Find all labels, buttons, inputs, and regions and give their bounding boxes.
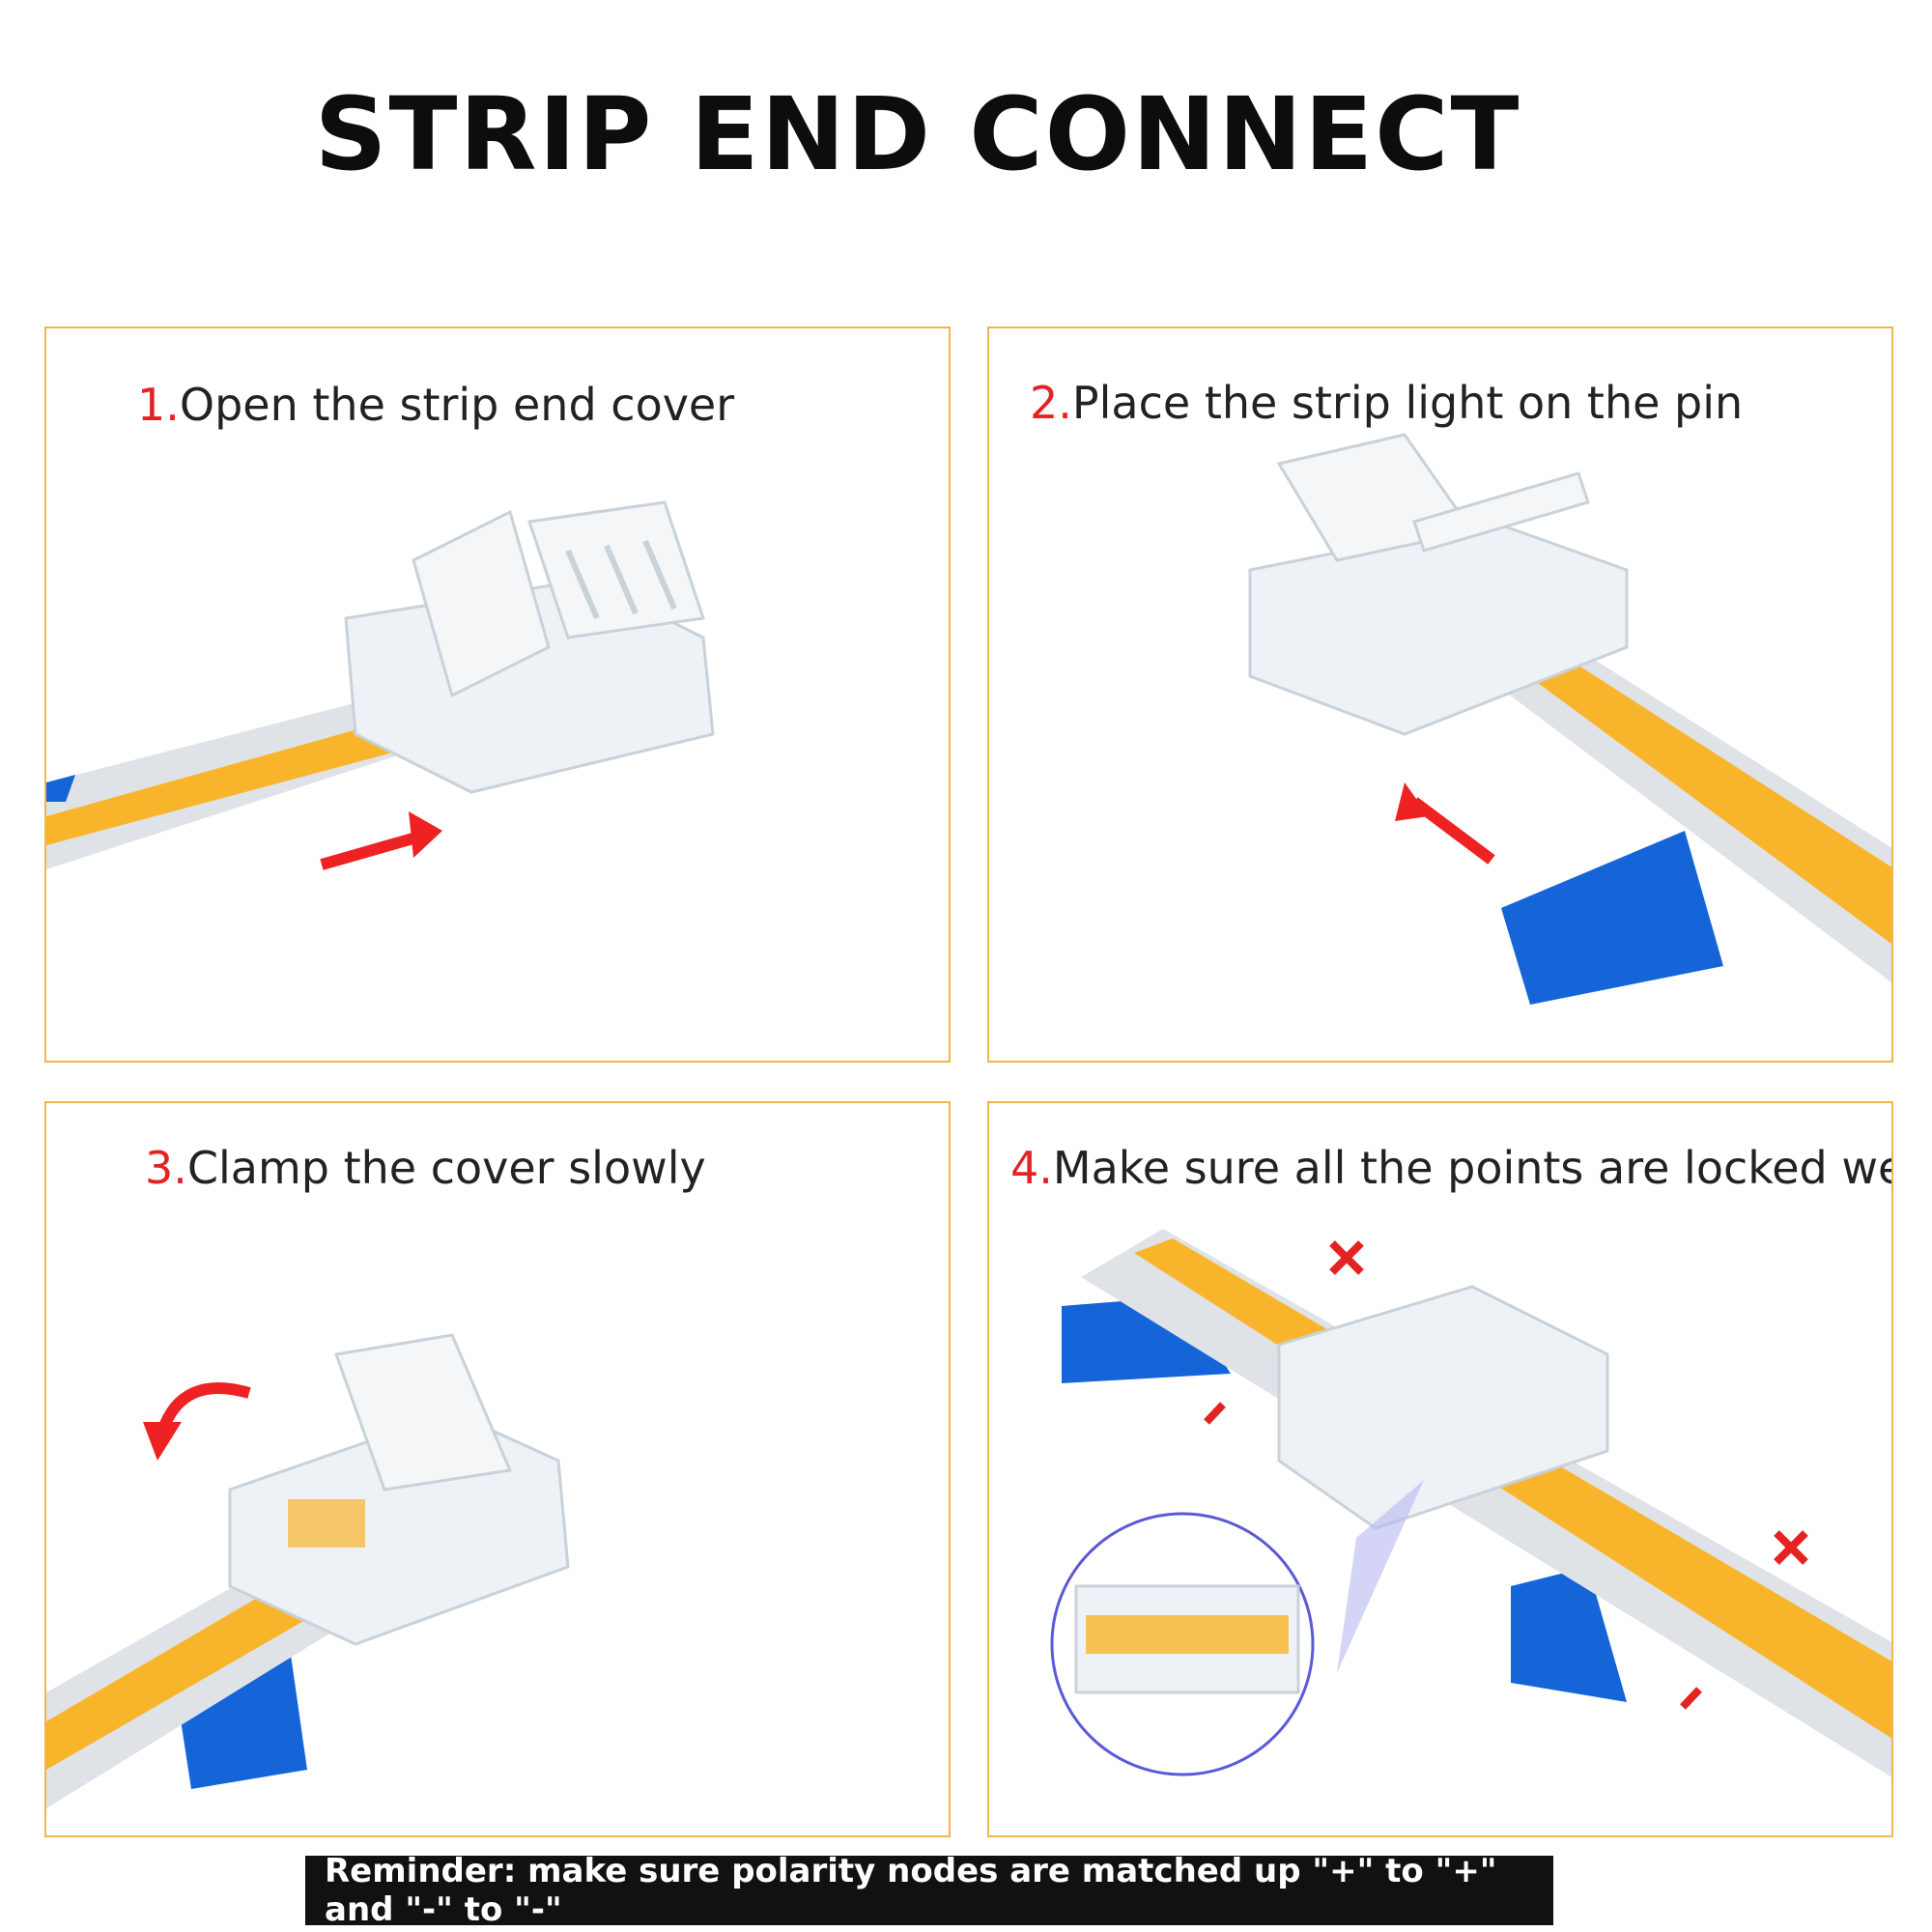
step-2-panel: 2.Place the strip light on the pin xyxy=(987,327,1893,1063)
step-1-illustration xyxy=(46,500,715,870)
minus-mark-icon xyxy=(1680,1687,1702,1710)
minus-mark-icon xyxy=(1204,1402,1226,1425)
backing-tape xyxy=(1501,831,1723,1005)
connector-cover xyxy=(412,509,551,698)
step-3-illustration xyxy=(46,1333,570,1808)
step-4-panel: 4.Make sure all the points are locked we… xyxy=(987,1101,1893,1837)
wrong-mark-icon xyxy=(1774,1530,1808,1565)
step-4-caption: 4.Make sure all the points are locked we… xyxy=(1010,1142,1893,1194)
connector-window xyxy=(288,1499,365,1548)
step-4-illustration xyxy=(1050,1229,1891,1777)
step-3-panel: 3.Clamp the cover slowly xyxy=(44,1101,951,1837)
reminder-banner: Reminder: make sure polarity nodes are m… xyxy=(305,1852,1553,1929)
page-title: STRIP END CONNECT xyxy=(314,75,1521,193)
rotate-arrow-icon xyxy=(143,1382,251,1461)
backing-tape xyxy=(1511,1567,1627,1702)
step-2-illustration xyxy=(1248,433,1891,1005)
backing-tape xyxy=(46,775,75,802)
step-2-caption: 2.Place the strip light on the pin xyxy=(1030,377,1744,429)
arrow-left-icon xyxy=(1395,782,1495,865)
led-strip-yellow xyxy=(46,1557,355,1770)
wrong-mark-icon xyxy=(1329,1240,1364,1275)
connector-cover xyxy=(1412,471,1590,553)
step-1-panel: 1.Open the strip end cover xyxy=(44,327,951,1063)
step-3-caption: 3.Clamp the cover slowly xyxy=(145,1142,706,1194)
zoom-inset xyxy=(1050,1480,1424,1776)
connector-clip xyxy=(333,1333,513,1492)
connector-body xyxy=(1277,1285,1609,1530)
step-1-caption: 1.Open the strip end cover xyxy=(137,379,735,431)
arrow-right-icon xyxy=(320,811,442,870)
led-strip-yellow xyxy=(46,724,389,845)
